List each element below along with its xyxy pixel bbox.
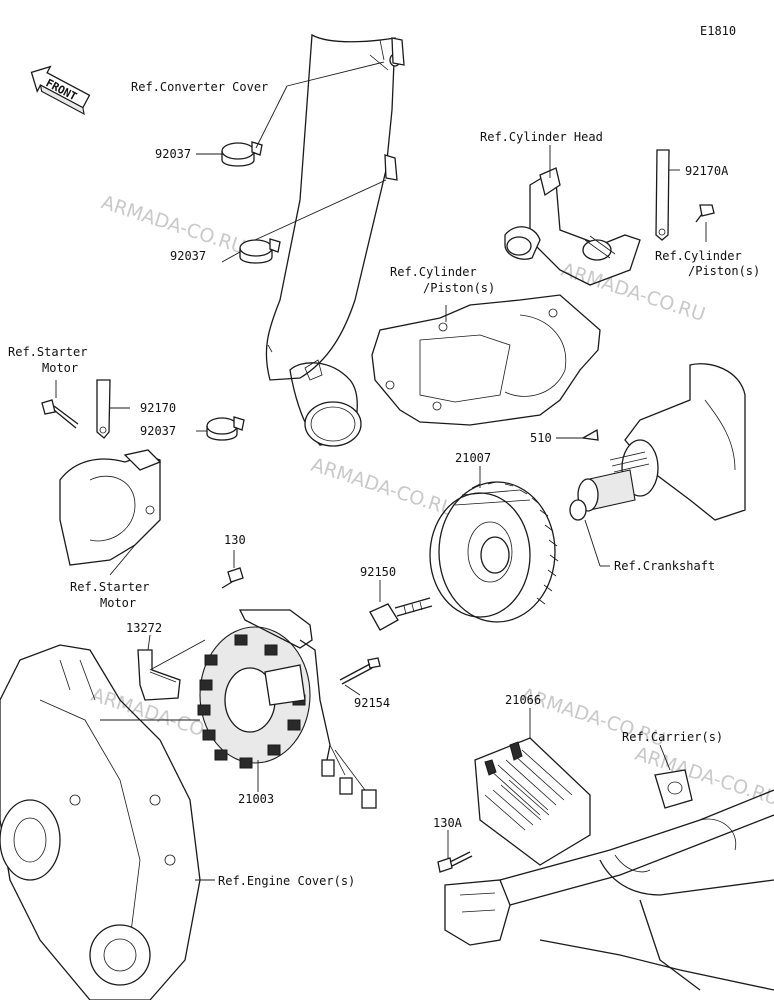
carrier-frame (444, 769, 774, 991)
watermark-2: ARMADA-CO.RU (558, 259, 707, 326)
label-part-92037-b[interactable]: 92037 (170, 249, 206, 263)
label-ref-starter-motor-bottom-1[interactable]: Ref.Starter (70, 580, 149, 594)
bolt-130A (437, 851, 473, 873)
label-ref-crankshaft[interactable]: Ref.Crankshaft (614, 559, 715, 573)
cylinder-head-intake (504, 167, 641, 286)
converter-cover-duct (265, 33, 405, 447)
label-ref-cylinder-piston-mid-2[interactable]: /Piston(s) (423, 281, 495, 295)
bolt-92150 (369, 597, 433, 631)
strap-92170A (655, 149, 670, 241)
watermark-6: ARMADA-CO.RU (632, 743, 774, 810)
bolt-starter (41, 399, 79, 429)
label-part-13272[interactable]: 13272 (126, 621, 162, 635)
label-ref-cylinder-head[interactable]: Ref.Cylinder Head (480, 130, 603, 144)
label-ref-cylinder-piston-right-1[interactable]: Ref.Cylinder (655, 249, 742, 263)
label-part-92170A[interactable]: 92170A (685, 164, 729, 178)
woodruff-key-510 (581, 428, 599, 441)
label-part-21007[interactable]: 21007 (455, 451, 491, 465)
crankshaft (569, 363, 746, 521)
label-part-21003[interactable]: 21003 (238, 792, 274, 806)
cylinder-piston-gasket (371, 294, 601, 426)
leader-lines (55, 61, 707, 881)
label-part-21066[interactable]: 21066 (505, 693, 541, 707)
rotor-21007 (429, 481, 559, 623)
bolt-right-cylinder (695, 204, 715, 223)
strap-92170 (96, 379, 111, 439)
regulator-21066 (474, 737, 591, 866)
starter-motor-housing (59, 449, 162, 566)
bracket-13272 (137, 649, 181, 701)
diagram-code: E1810 (700, 24, 736, 38)
front-arrow-icon: FRONT (30, 65, 91, 115)
label-ref-starter-motor-top-1[interactable]: Ref.Starter (8, 345, 87, 359)
svg-text:ARMADA-CO.RU: ARMADA-CO.RU (558, 259, 707, 326)
bolt-130 (221, 567, 244, 589)
label-part-130A[interactable]: 130A (433, 816, 463, 830)
label-ref-starter-motor-top-2[interactable]: Motor (42, 361, 78, 375)
svg-text:ARMADA-CO.RU: ARMADA-CO.RU (308, 454, 457, 521)
label-ref-engine-cover[interactable]: Ref.Engine Cover(s) (218, 874, 355, 888)
label-part-92170[interactable]: 92170 (140, 401, 176, 415)
label-ref-converter-cover[interactable]: Ref.Converter Cover (131, 80, 268, 94)
label-part-92037-a[interactable]: 92037 (155, 147, 191, 161)
clamp-92037-c (206, 416, 245, 441)
clamp-92037-a (221, 141, 263, 167)
label-ref-starter-motor-bottom-2[interactable]: Motor (100, 596, 136, 610)
label-ref-carrier[interactable]: Ref.Carrier(s) (622, 730, 723, 744)
watermark-3: ARMADA-CO.RU (308, 454, 457, 521)
label-part-92154[interactable]: 92154 (354, 696, 390, 710)
label-part-510[interactable]: 510 (530, 431, 552, 445)
label-part-92150[interactable]: 92150 (360, 565, 396, 579)
label-part-130[interactable]: 130 (224, 533, 246, 547)
clamp-92037-b (239, 238, 281, 264)
engine-cover (0, 644, 201, 1000)
svg-text:ARMADA-CO.RU: ARMADA-CO.RU (632, 743, 774, 810)
label-ref-cylinder-piston-right-2[interactable]: /Piston(s) (688, 264, 760, 278)
stator-21003 (197, 609, 377, 809)
label-part-92037-c[interactable]: 92037 (140, 424, 176, 438)
bolt-92154 (339, 657, 381, 685)
label-ref-cylinder-piston-mid-1[interactable]: Ref.Cylinder (390, 265, 477, 279)
